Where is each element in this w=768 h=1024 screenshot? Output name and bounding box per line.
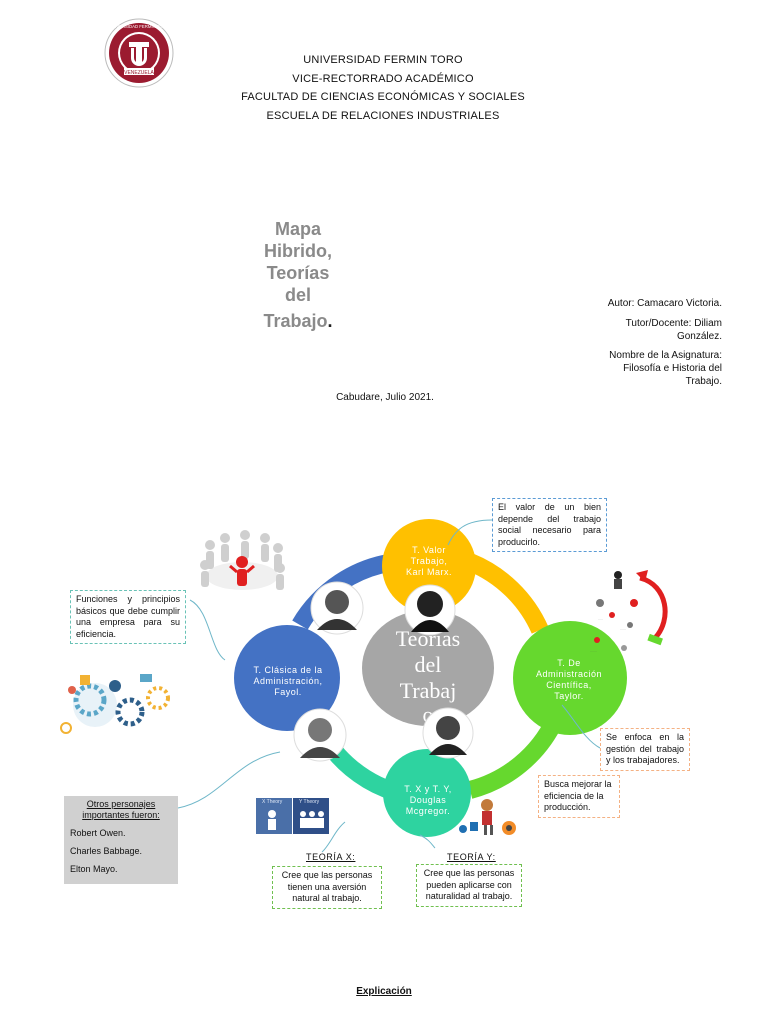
connector-teoria-x <box>321 821 346 853</box>
tutor-text: González. <box>676 331 722 342</box>
title-line: del <box>284 285 311 305</box>
center-node <box>362 610 494 726</box>
x-theory-label: X Theory <box>262 799 283 805</box>
portrait-taylor <box>422 707 474 759</box>
node-cientifica <box>513 621 627 735</box>
worker-cartoon-icon <box>459 799 516 835</box>
portrait-fayol <box>310 581 364 635</box>
ring-arc-yellow <box>466 553 549 634</box>
logo-top-text: UNIVERSIDAD FERMIN TORO <box>109 24 170 29</box>
subject-line: Nombre de la Asignatura: Filosofía e His… <box>532 349 722 388</box>
center-text-4: o <box>423 702 434 727</box>
svg-text:······: ······ <box>620 627 626 631</box>
university-logo: VENEZUELA UNIVERSIDAD FERMIN TORO <box>104 18 174 88</box>
svg-text:·····: ····· <box>598 617 603 621</box>
other-people-box: Otros personajes importantes fueron: Rob… <box>64 796 178 884</box>
node-clasica <box>234 625 340 731</box>
connector-clasica <box>189 599 226 661</box>
school-name: ESCUELA DE RELACIONES INDUSTRIALES <box>266 110 500 122</box>
gears-team-icon <box>60 674 170 734</box>
connector-valor <box>447 519 493 546</box>
note-cientifica-1: Se enfoca en la gestión del trabajo y lo… <box>600 728 690 771</box>
teoria-x-title: TEORÍA X: <box>306 852 356 862</box>
other-people-title: Otros personajes importantes fueron: <box>82 799 160 820</box>
document-title: Mapa Hibrido, Teorías del Trabajo. <box>238 218 358 332</box>
title-line: Trabajo <box>263 311 328 331</box>
ring-arc-green <box>467 715 564 799</box>
connector-teoria-y <box>419 834 436 849</box>
faculty-name: FACULTAD DE CIENCIAS ECONÓMICAS Y SOCIAL… <box>241 91 525 103</box>
note-teoria-x: Cree que las personas tienen una aversió… <box>272 866 382 909</box>
title-dot: . <box>327 311 333 331</box>
node-valor-trabajo <box>382 519 476 613</box>
svg-text:·······: ······· <box>590 649 597 653</box>
subject-text: Filosofía e Historia del <box>623 363 722 374</box>
note-teoria-y: Cree que las personas pueden aplicarse c… <box>416 864 522 907</box>
portrait-marx <box>404 584 456 636</box>
other-person: Robert Owen. <box>70 828 126 838</box>
portrait-mayo <box>293 708 347 762</box>
process-diagram-icon: ····· ······ ······· <box>590 570 668 653</box>
title-line: Hibrido, <box>264 241 332 261</box>
people-circle-icon <box>200 530 285 590</box>
note-cientifica-2: Busca mejorar la eficiencia de la produc… <box>538 775 620 818</box>
subject-text: Trabajo. <box>685 376 722 387</box>
y-theory-label: Y Theory <box>299 799 320 805</box>
vice-rectorate: VICE-RECTORRADO ACADÉMICO <box>292 73 474 85</box>
subject-text: Nombre de la Asignatura: <box>609 350 722 361</box>
other-person: Elton Mayo. <box>70 864 118 874</box>
title-line: Teorías <box>266 263 330 283</box>
logo-venezuela-text: VENEZUELA <box>124 70 154 76</box>
note-valor: El valor de un bien depende del trabajo … <box>492 498 607 552</box>
hybrid-map: Teorías del Trabaj o <box>60 519 668 853</box>
explanation-heading: Explicación <box>356 986 412 997</box>
node-x-y <box>383 749 471 837</box>
teoria-y-title: TEORÍA Y: <box>447 852 496 862</box>
university-name: UNIVERSIDAD FERMIN TORO <box>303 54 463 66</box>
other-person: Charles Babbage. <box>70 846 143 856</box>
connector-cientifica <box>561 704 601 749</box>
connector-others <box>177 751 281 809</box>
xy-theory-icon: X Theory Y Theory <box>256 798 329 834</box>
tutor-text: Tutor/Docente: Diliam <box>625 318 722 329</box>
author-line: Autor: Camacaro Victoria. <box>607 298 722 309</box>
date-line: Cabudare, Julio 2021. <box>336 392 434 403</box>
title-line: Mapa <box>274 219 321 239</box>
center-text-3: Trabaj <box>400 678 457 703</box>
center-text-2: del <box>415 652 442 677</box>
note-clasica: Funciones y principios básicos que debe … <box>70 590 186 644</box>
tutor-line: Tutor/Docente: Diliam González. <box>532 317 722 343</box>
